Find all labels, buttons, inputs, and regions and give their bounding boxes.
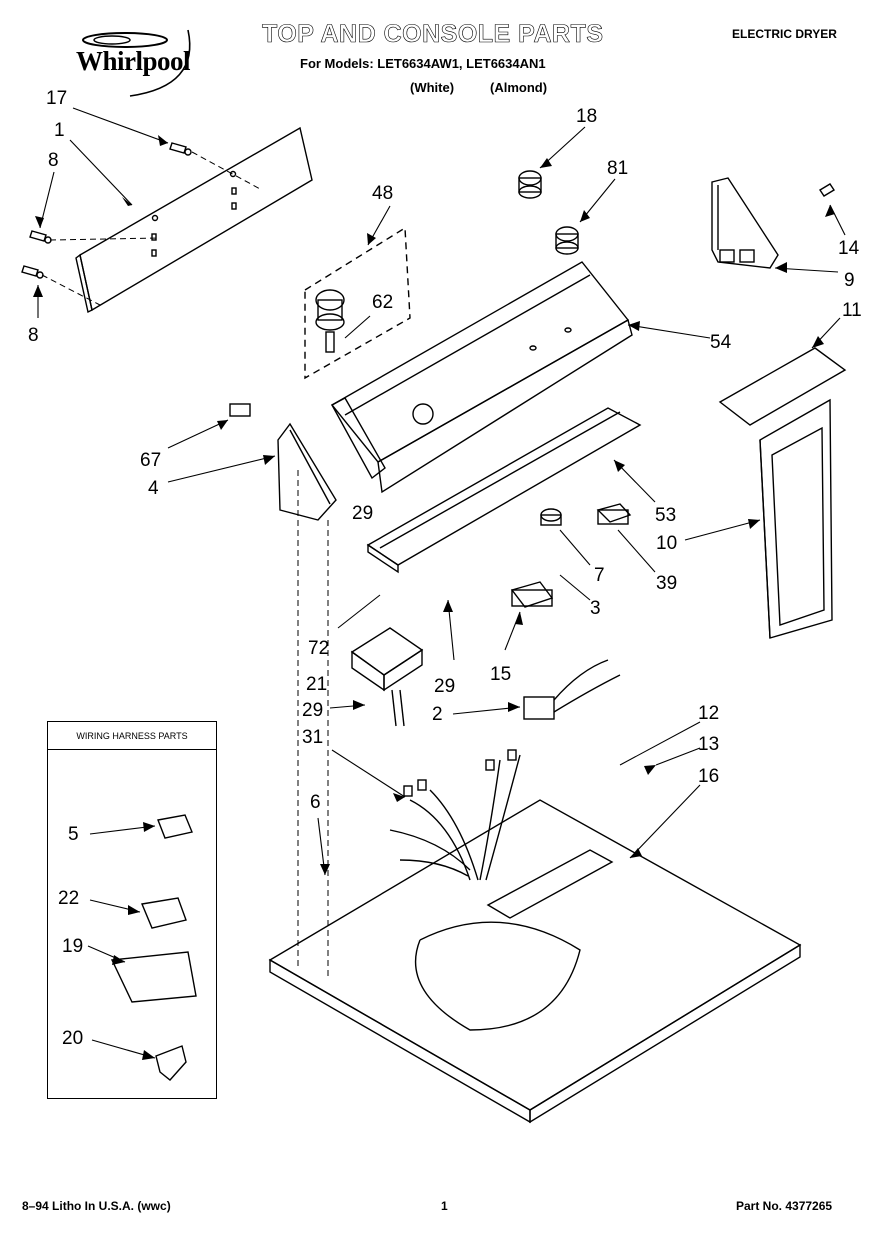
footer-litho: 8–94 Litho In U.S.A. (wwc): [22, 1199, 171, 1213]
callout-72: 72: [308, 638, 330, 659]
whirlpool-logo: Whirlpool: [70, 26, 220, 106]
footer-page-number: 1: [441, 1199, 448, 1213]
callout-48: 48: [372, 183, 394, 204]
callout-54: 54: [710, 332, 732, 353]
end-cap-part: [711, 177, 835, 269]
callout-29-upper: 29: [352, 503, 374, 524]
callout-67: 67: [140, 450, 162, 471]
callout-22: 22: [58, 888, 80, 909]
callout-1: 1: [54, 120, 65, 141]
variant-almond: (Almond): [490, 80, 548, 95]
main-wire-harness-part: [389, 749, 521, 881]
callout-9: 9: [844, 270, 855, 291]
callout-16: 16: [698, 766, 720, 787]
switch-parts: [510, 503, 632, 608]
callout-20: 20: [62, 1028, 84, 1049]
callout-31: 31: [302, 727, 324, 748]
callout-53: 53: [655, 505, 677, 526]
callout-12: 12: [698, 703, 720, 724]
page-title: TOP AND CONSOLE PARTS: [262, 20, 604, 49]
left-end-cap-part: [229, 403, 337, 521]
front-frame-part: [718, 347, 847, 639]
callout-62: 62: [372, 292, 394, 313]
callout-8-upper: 8: [48, 150, 59, 171]
callout-6: 6: [310, 792, 321, 813]
harness-box-title: WIRING HARNESS PARTS: [48, 722, 216, 750]
callout-29-middle: 29: [434, 676, 456, 697]
bottom-rail-part: [366, 407, 642, 574]
callout-13: 13: [698, 734, 720, 755]
logo-swoosh-icon: [82, 29, 191, 97]
models-line: For Models: LET6634AW1, LET6634AN1: [300, 56, 546, 71]
callout-8-lower: 8: [28, 325, 39, 346]
callout-2: 2: [432, 704, 443, 725]
knob-part: [315, 289, 345, 353]
harness-connector-icons: [110, 814, 197, 1081]
callout-39: 39: [656, 573, 678, 594]
callout-3: 3: [590, 598, 601, 619]
callout-11: 11: [842, 300, 862, 321]
variant-white: (White): [410, 80, 455, 95]
rear-panel-part: [75, 126, 313, 314]
footer-part-number: Part No. 4377265: [736, 1199, 833, 1213]
callout-18: 18: [576, 106, 598, 127]
callout-15: 15: [490, 664, 512, 685]
callout-17: 17: [46, 88, 68, 109]
callout-14: 14: [838, 238, 860, 259]
callout-81: 81: [607, 158, 629, 179]
callout-29-lower: 29: [302, 700, 324, 721]
callout-7: 7: [594, 565, 605, 586]
console-panel-part: [330, 261, 633, 494]
callout-4: 4: [148, 478, 159, 499]
wire-harness-part: [523, 659, 621, 720]
callout-21: 21: [306, 674, 328, 695]
wiring-harness-parts-box: WIRING HARNESS PARTS: [47, 721, 217, 1099]
brand-name: Whirlpool: [76, 46, 191, 76]
timer-part: [350, 627, 424, 727]
control-knobs: [518, 170, 579, 255]
product-type: ELECTRIC DRYER: [732, 27, 837, 41]
callout-19: 19: [62, 936, 84, 957]
main-top-part: [268, 799, 802, 1124]
callout-5: 5: [68, 824, 79, 845]
callout-10: 10: [656, 533, 678, 554]
